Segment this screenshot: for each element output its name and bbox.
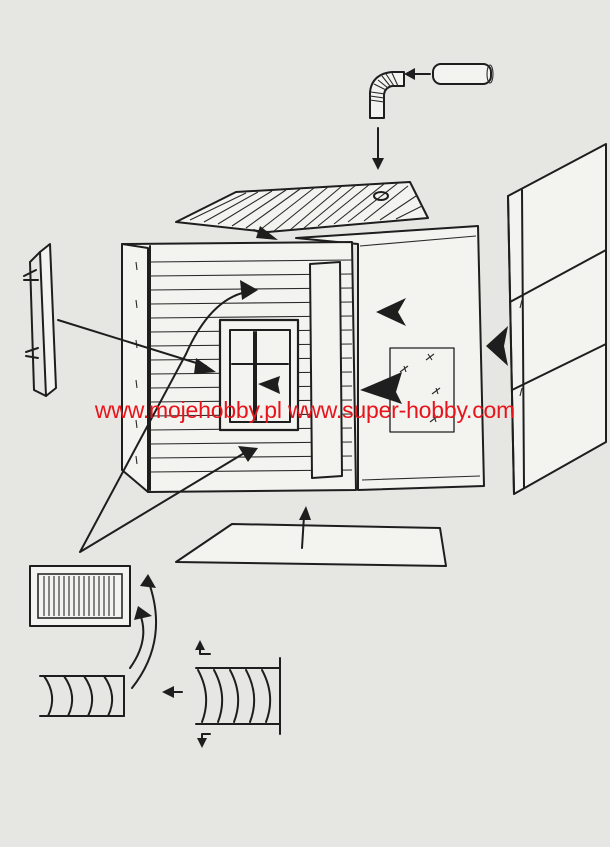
door-panel — [23, 243, 57, 397]
front-wall-panel — [121, 241, 357, 493]
chimney-elbow — [369, 71, 405, 119]
louvre-vent-panel — [29, 565, 131, 627]
arrows-strips-to-vent — [129, 574, 158, 689]
arrow-roof-down — [253, 226, 278, 240]
louvre-strip-front — [39, 675, 125, 717]
roof-panel — [175, 181, 429, 233]
arrow-strips-left — [162, 686, 183, 698]
arrow-floor-up — [299, 506, 311, 549]
arrow-elbow-to-roof — [372, 127, 384, 170]
arrow-to-back-wall-patch — [360, 372, 402, 404]
arrow-side-wall-left — [486, 326, 508, 366]
arrow-into-window — [258, 376, 280, 394]
arrow-door-to-wall — [57, 319, 216, 374]
floor-plate — [175, 523, 447, 567]
side-wall-panel — [507, 143, 607, 495]
chimney-pipe — [432, 63, 494, 85]
arrow-pipe-to-elbow — [404, 68, 431, 80]
back-wall-panel — [295, 225, 485, 491]
watermark-text: www.mojehobby.pl www.super-hobby.com — [94, 397, 516, 423]
arrow-back-wall-left — [376, 298, 406, 326]
leader-lines-vent — [79, 280, 258, 553]
arrows-strip-rotate — [195, 640, 211, 748]
louvre-strip-back — [195, 657, 281, 735]
